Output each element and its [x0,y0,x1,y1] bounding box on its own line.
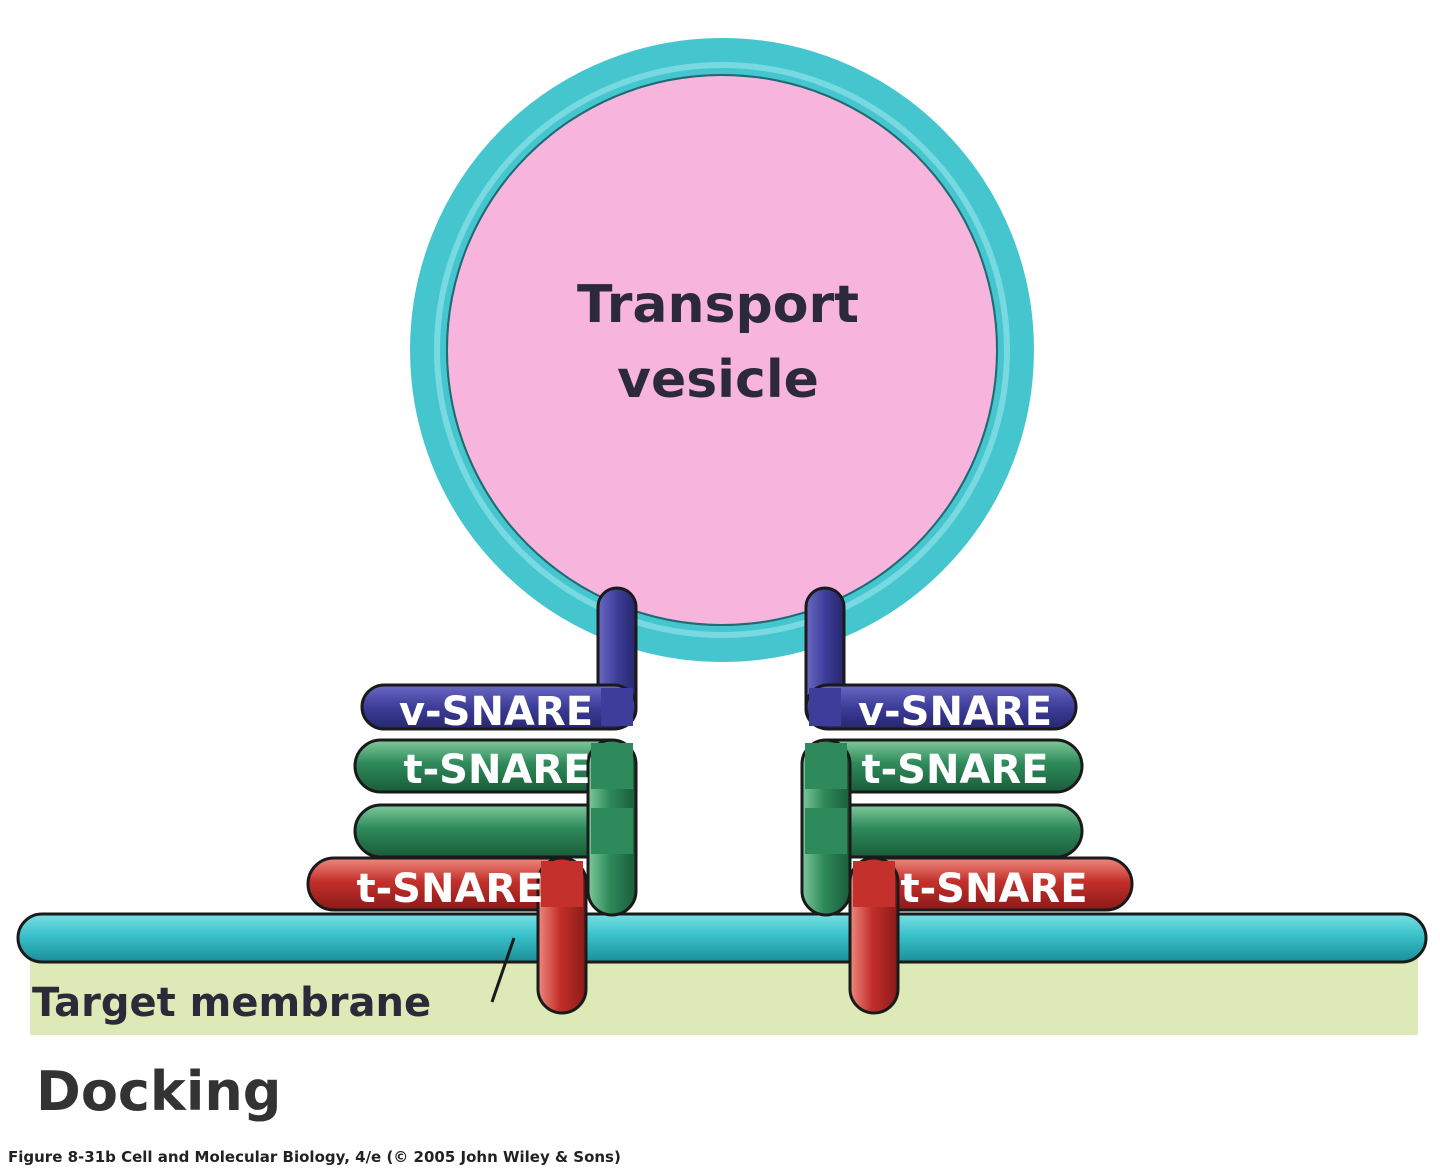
transport-vesicle [410,38,1034,662]
figure-caption: Figure 8-31b Cell and Molecular Biology,… [8,1148,621,1166]
v-snare-left-label: v-SNARE [399,689,593,735]
target-membrane [16,912,1428,964]
stage-title: Docking [36,1060,282,1123]
v-snare-left [360,586,638,731]
t-snare-red-left-label: t-SNARE [356,866,543,912]
t-snare-red-left [306,856,588,1015]
t-snare-red-right-label: t-SNARE [900,866,1087,912]
vesicle-label-line2: vesicle [617,350,819,410]
t-snare-green-right [800,738,1084,917]
vesicle-label-line1: Transport [577,275,859,335]
v-snare-right [804,586,1078,731]
target-membrane-label: Target membrane [32,980,431,1026]
t-snare-green-left [353,738,638,917]
t-snare-green-left-label: t-SNARE [403,747,590,793]
t-snare-green-right-label: t-SNARE [861,747,1048,793]
t-snare-red-right [848,856,1134,1015]
target-membrane-leader-line [490,937,516,1003]
v-snare-right-label: v-SNARE [858,689,1052,735]
